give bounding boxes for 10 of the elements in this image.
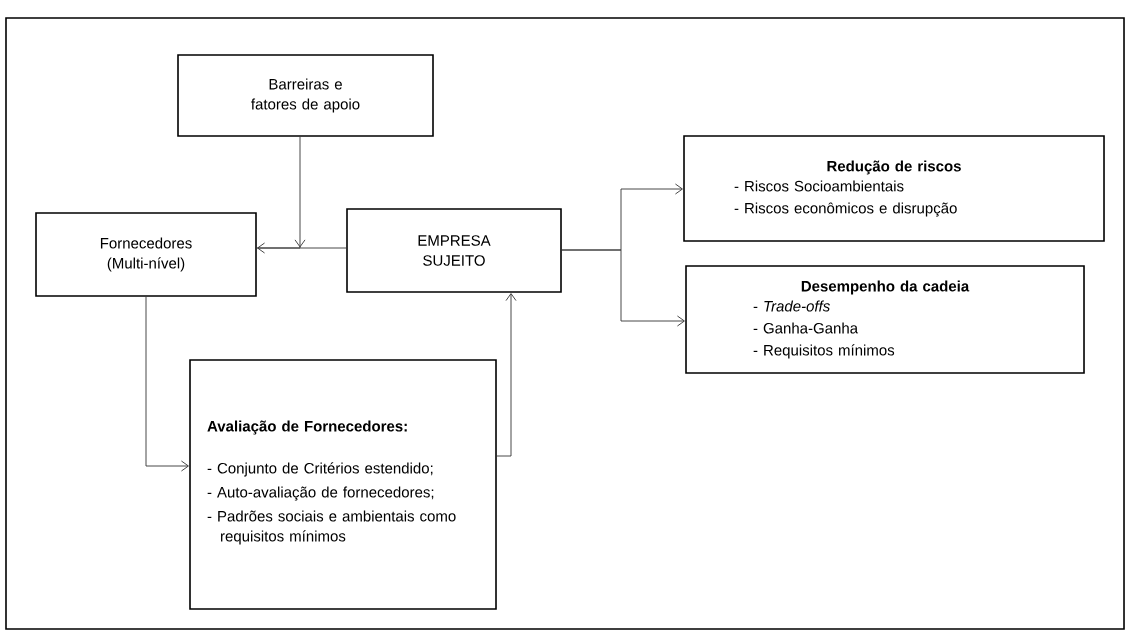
process-box: Desempenho da cadeia - Trade-offs - Ganha-Ganha - Requisitos mínimos [685, 265, 1085, 374]
process-box: Fornecedores (Multi-nível) [35, 212, 257, 297]
process-box: Barreiras e fatores de apoio [177, 54, 434, 137]
arrow [496, 293, 517, 457]
process-box: Redução de riscos - Riscos Socioambientais - Riscos econômicos e disrupção [683, 135, 1105, 242]
process-box: Avaliação de Fornecedores: - Conjunto de Critérios estendido; - Auto-avaliação de fornecedores; - Padrões sociais e ambientais como requisitos mínimos [189, 359, 497, 610]
arrow [145, 296, 189, 472]
process-box: EMPRESA SUJEITO [346, 208, 562, 293]
arrow [561, 249, 685, 327]
arrow [257, 242, 347, 254]
